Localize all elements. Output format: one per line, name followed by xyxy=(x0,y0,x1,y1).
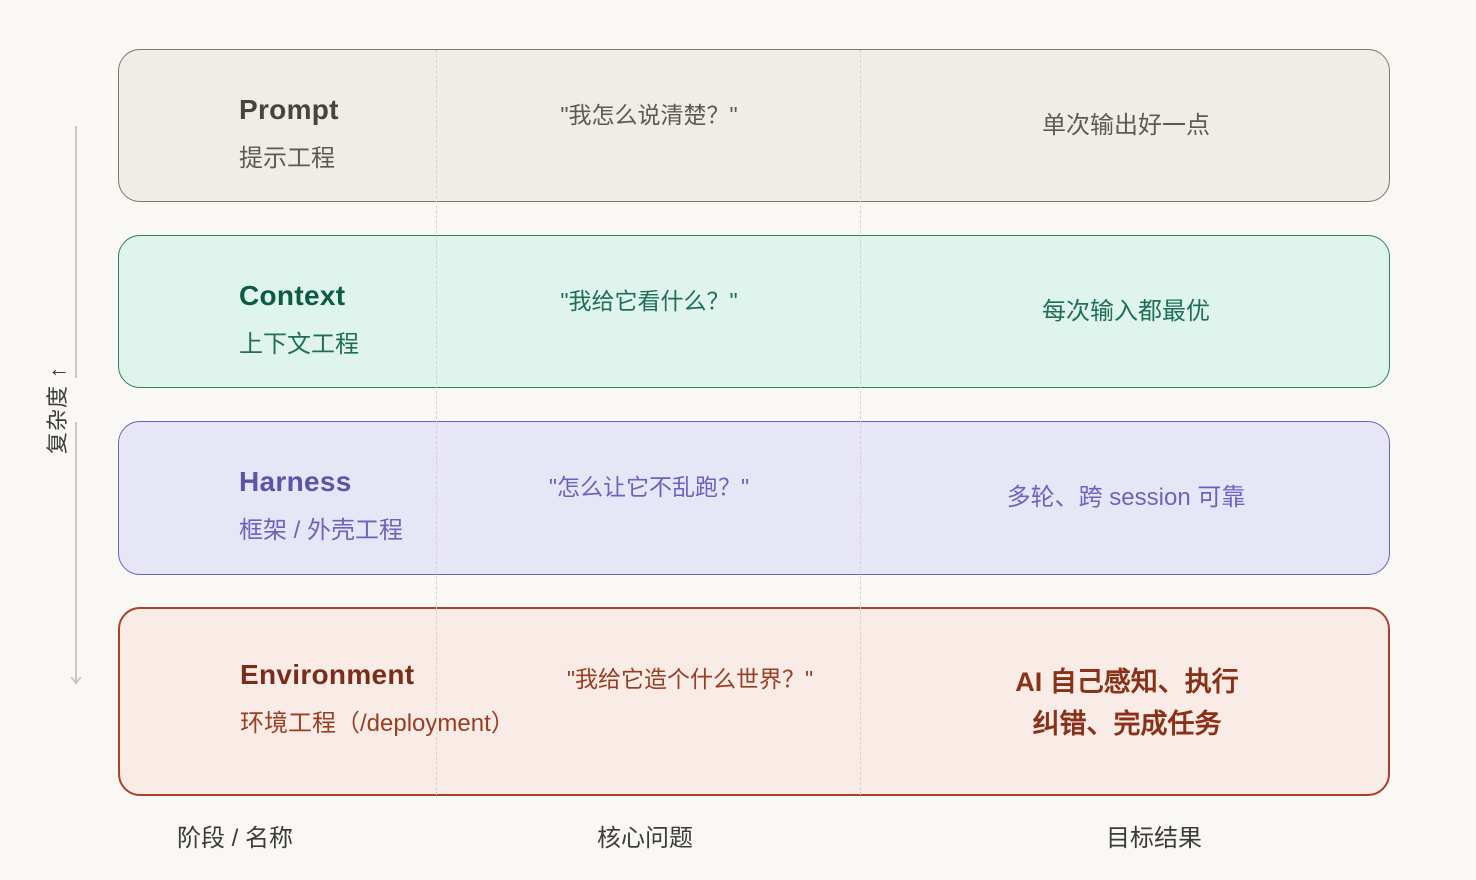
stage-harness: Harness 框架 / 外壳工程 "怎么让它不乱跑？" 多轮、跨 sessio… xyxy=(118,421,1390,575)
stage-name: Prompt xyxy=(239,94,339,125)
column-label-stage: 阶段 / 名称 xyxy=(177,825,294,852)
stage-prompt: Prompt 提示工程 "我怎么说清楚？" 单次输出好一点 xyxy=(118,49,1390,202)
stage-name: Environment xyxy=(240,659,415,690)
column-label-question: 核心问题 xyxy=(597,825,693,852)
stage-question: "怎么让它不乱跑？" xyxy=(548,474,750,500)
stage-subtitle: 环境工程（/deployment） xyxy=(240,710,515,737)
complexity-axis-line-top xyxy=(75,126,77,378)
stage-subtitle: 上下文工程 xyxy=(239,331,359,358)
stage-goal: AI 自己感知、执行 纠错、完成任务 xyxy=(862,661,1392,745)
stage-goal: 每次输入都最优 xyxy=(1042,298,1210,325)
stage-context: Context 上下文工程 "我给它看什么？" 每次输入都最优 xyxy=(118,235,1390,388)
stage-goal: 多轮、跨 session 可靠 xyxy=(1006,484,1246,511)
complexity-axis-line-bottom xyxy=(75,422,77,684)
column-label-goal: 目标结果 xyxy=(1106,825,1202,852)
stage-environment: Environment 环境工程（/deployment） "我给它造个什么世界… xyxy=(118,607,1390,796)
stage-name: Harness xyxy=(239,466,352,497)
stage-goal-line-1: AI 自己感知、执行 xyxy=(1015,667,1239,697)
arrow-down-icon xyxy=(70,676,82,685)
stage-goal-line-2: 纠错、完成任务 xyxy=(1032,709,1222,739)
stage-question: "我给它看什么？" xyxy=(560,288,738,314)
complexity-axis-label: 复杂度 ↑ xyxy=(45,365,70,455)
stage-subtitle: 框架 / 外壳工程 xyxy=(239,517,404,544)
stage-question: "我给它造个什么世界？" xyxy=(566,666,814,692)
stage-goal: 单次输出好一点 xyxy=(1042,112,1210,139)
stage-name: Context xyxy=(239,280,346,311)
stage-question: "我怎么说清楚？" xyxy=(560,102,738,128)
stage-subtitle: 提示工程 xyxy=(239,145,335,172)
